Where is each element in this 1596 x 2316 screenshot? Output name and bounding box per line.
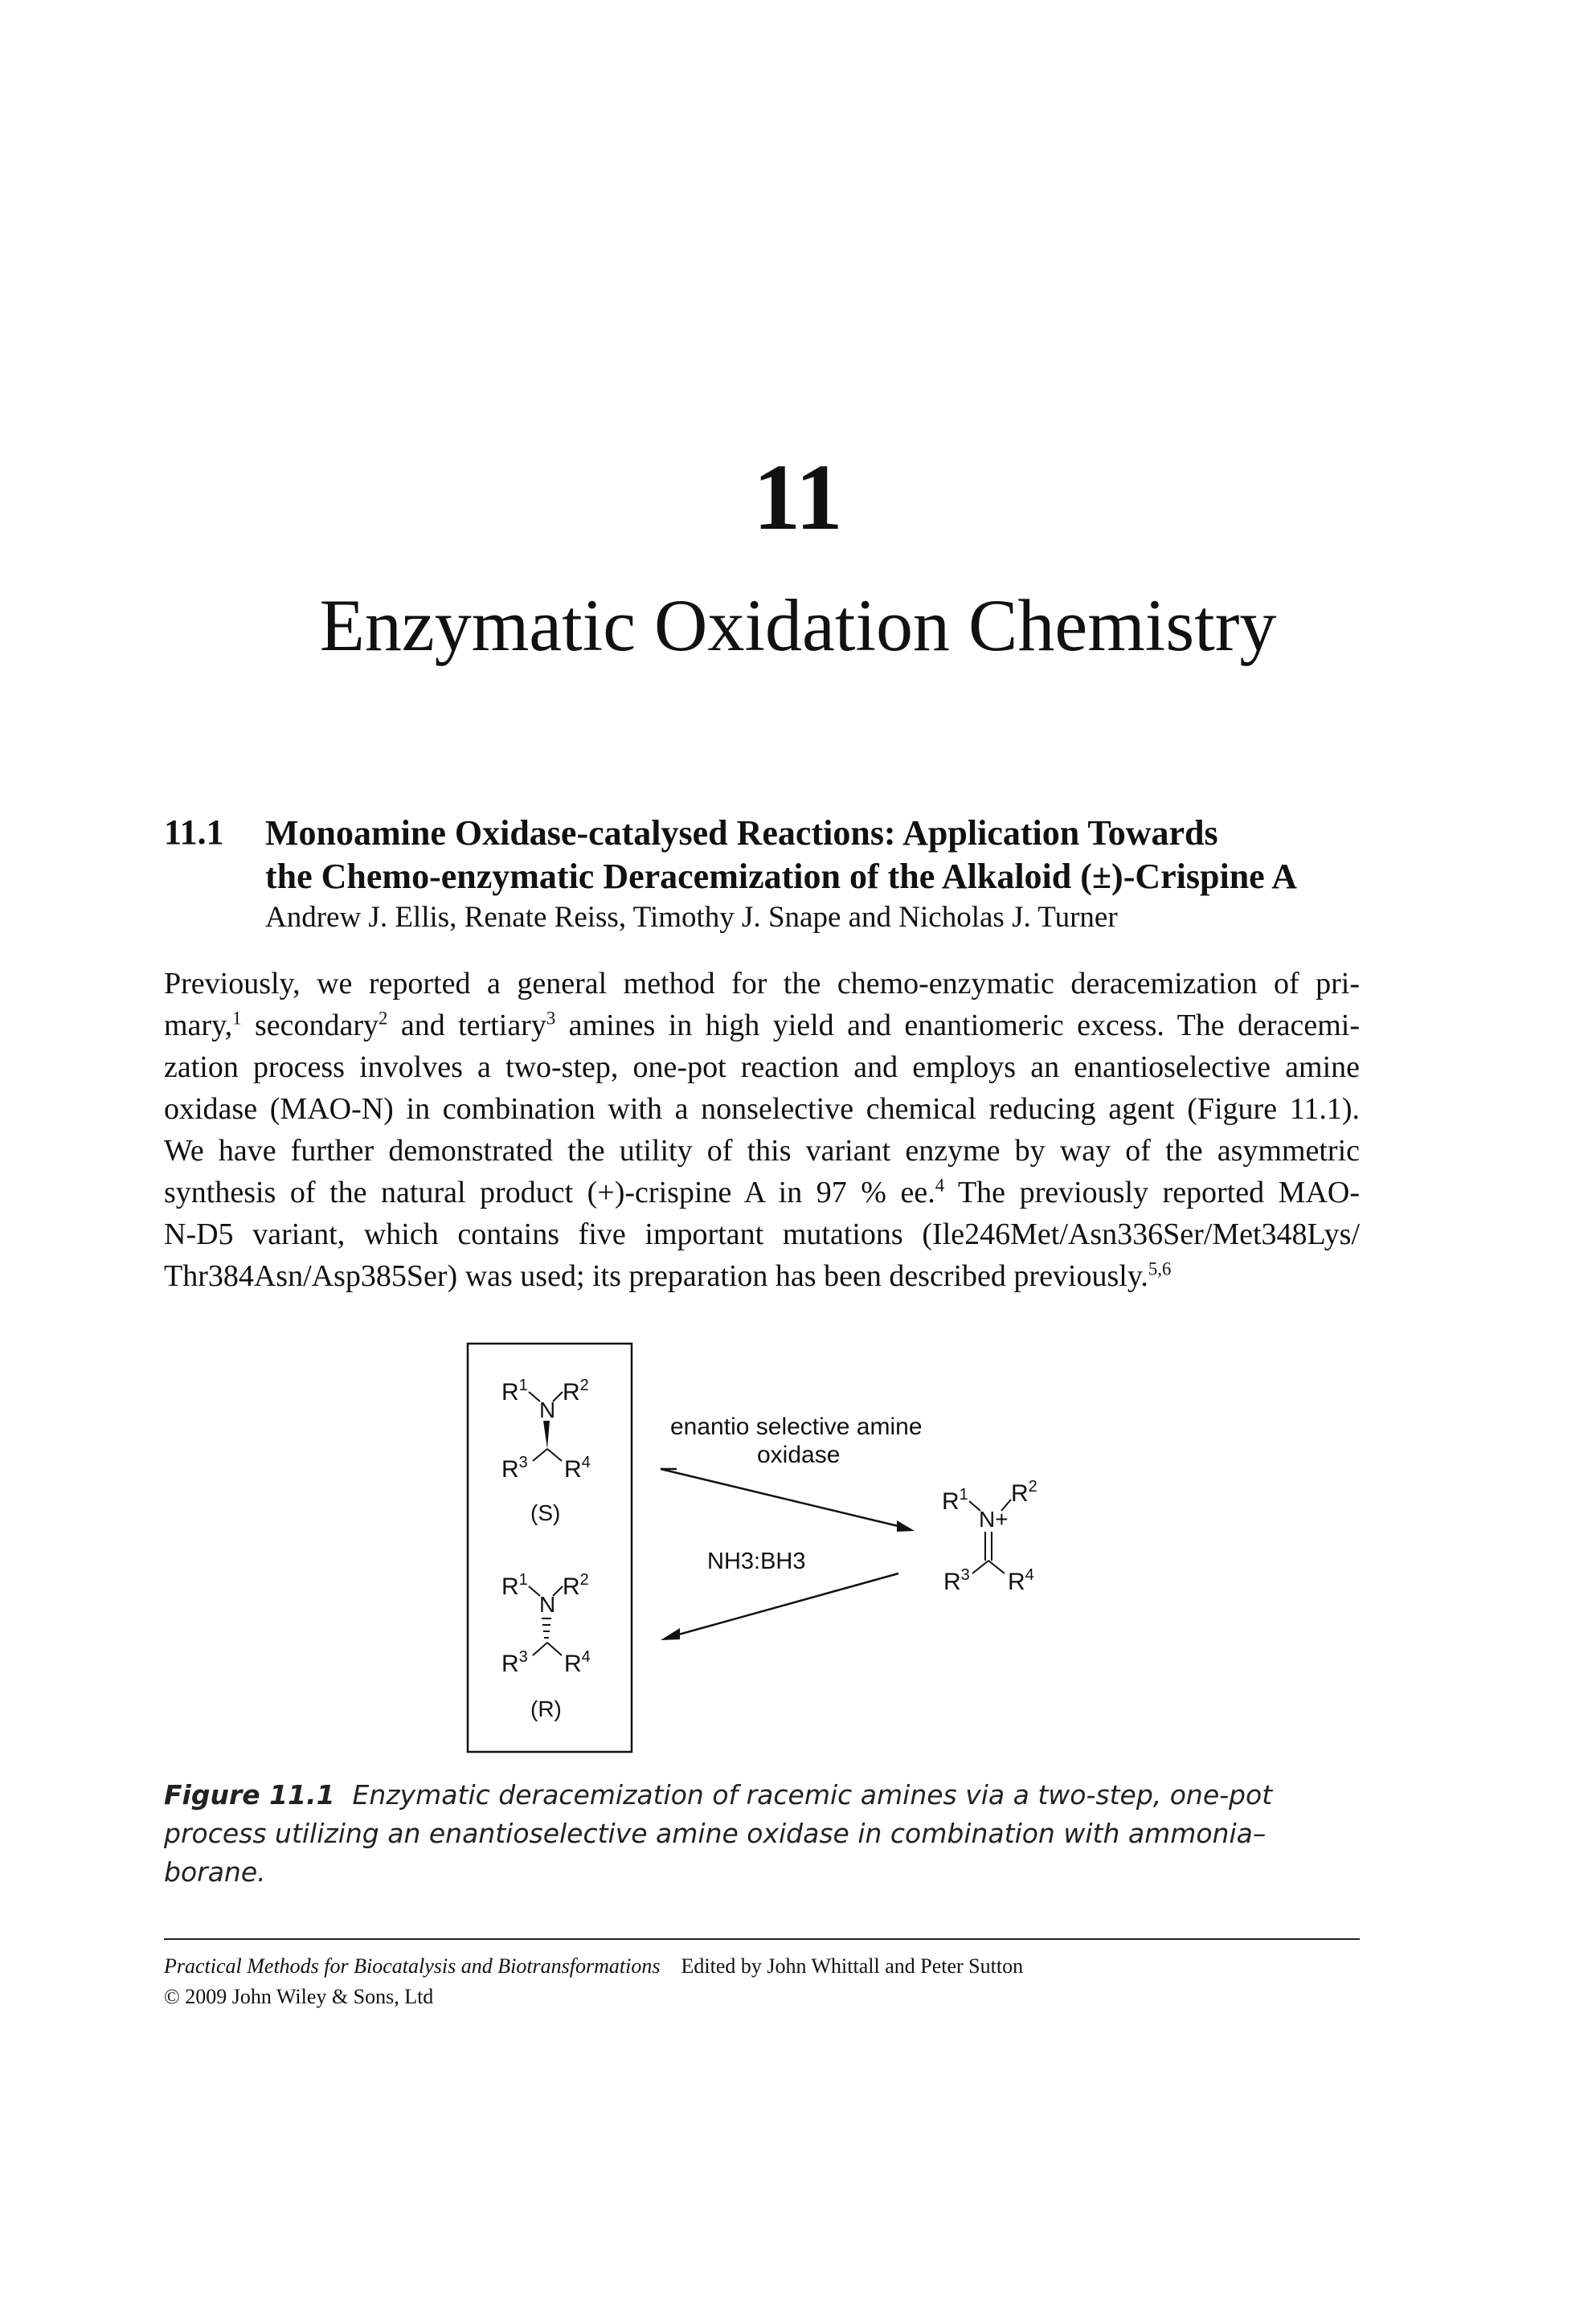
section-title-line-1: Monoamine Oxidase-catalysed Reactions: A… [265, 813, 1218, 853]
text-run: and tertiary [387, 1009, 546, 1042]
svg-text:N+: N+ [979, 1507, 1009, 1532]
citation-ref: 5,6 [1148, 1258, 1172, 1279]
citation-ref: 1 [232, 1008, 242, 1029]
text-run: synthesis of the natural product (+)-cri… [164, 1176, 935, 1209]
svg-text:R3: R3 [501, 1648, 528, 1677]
footer-divider [164, 1938, 1360, 1940]
text-run: secondary [241, 1009, 379, 1042]
paragraph-line: oxidase (MAO-N) in combination with a no… [164, 1092, 1360, 1126]
paragraph-line: We have further demonstrated the utility… [164, 1134, 1360, 1168]
svg-text:R1: R1 [501, 1377, 528, 1406]
paragraph-line: mary,1 secondary2 and tertiary3 amines i… [164, 1005, 1360, 1046]
paragraph-line: zation process involves a two-step, one-… [164, 1050, 1360, 1084]
paragraph-line: Previously, we reported a general method… [164, 967, 1360, 1000]
figure-caption-label: Figure 11.1 [164, 1779, 335, 1811]
citation-ref: 4 [935, 1175, 945, 1196]
book-editors: Edited by John Whittall and Peter Sutton [681, 1954, 1024, 1978]
svg-text:R3: R3 [501, 1454, 528, 1483]
section-authors: Andrew J. Ellis, Renate Reiss, Timothy J… [265, 901, 1118, 934]
text-run: mary, [164, 1009, 233, 1042]
copyright-notice: © 2009 John Wiley & Sons, Ltd [164, 1985, 434, 2008]
svg-text:N: N [539, 1592, 555, 1617]
footer: Practical Methods for Biocatalysis and B… [164, 1951, 1360, 2012]
paragraph-line: N-D5 variant, which contains five import… [164, 1217, 1360, 1251]
paragraph-line: synthesis of the natural product (+)-cri… [164, 1172, 1360, 1213]
section-title: Monoamine Oxidase-catalysed Reactions: A… [265, 812, 1455, 898]
racemate-box [466, 1342, 633, 1753]
figure-caption-text: Enzymatic deracemization of racemic amin… [164, 1779, 1273, 1888]
reduction-arrow: NH3:BH3 [661, 1549, 899, 1640]
svg-text:R4: R4 [564, 1454, 591, 1483]
text-run: amines in high yield and enantiomeric ex… [555, 1009, 1360, 1042]
svg-text:R3: R3 [943, 1566, 970, 1595]
chapter-number: 11 [753, 444, 843, 550]
book-title: Practical Methods for Biocatalysis and B… [164, 1954, 661, 1978]
svg-text:(S): (S) [530, 1500, 560, 1525]
svg-text:N: N [539, 1397, 555, 1422]
text-run: Thr384Asn/Asp385Ser) was used; its prepa… [164, 1259, 1148, 1293]
svg-text:R2: R2 [1011, 1478, 1037, 1507]
svg-text:R2: R2 [563, 1571, 589, 1600]
iminium-product-structure: R1 R2 N+ R3 R4 [942, 1478, 1037, 1595]
section-title-line-2: the Chemo-enzymatic Deracemization of th… [265, 857, 1298, 896]
citation-ref: 2 [379, 1008, 388, 1029]
svg-text:R4: R4 [564, 1648, 591, 1677]
footer-line-1: Practical Methods for Biocatalysis and B… [164, 1951, 1360, 1982]
s-enantiomer-structure: R1 R2 N R3 R4 (S) [501, 1377, 591, 1525]
body-paragraph: Previously, we reported a general method… [164, 963, 1360, 1297]
paragraph-line: Thr384Asn/Asp385Ser) was used; its prepa… [164, 1255, 1360, 1297]
reaction-scheme: R1 R2 N R3 R4 (S) R1 R2 N R3 R4 (R) enan… [466, 1342, 1037, 1753]
section-number: 11.1 [164, 812, 224, 852]
chapter-title: Enzymatic Oxidation Chemistry [319, 584, 1277, 666]
svg-text:R1: R1 [942, 1486, 968, 1515]
oxidation-arrow: enantio selective amine oxidase [660, 1414, 923, 1532]
svg-text:R4: R4 [1008, 1566, 1034, 1595]
svg-text:oxidase: oxidase [757, 1442, 840, 1468]
r-enantiomer-structure: R1 R2 N R3 R4 (R) [501, 1571, 591, 1721]
svg-text:enantio selective amine: enantio selective amine [670, 1414, 923, 1440]
svg-text:R1: R1 [501, 1571, 528, 1600]
svg-text:(R): (R) [530, 1696, 562, 1721]
svg-text:NH3:BH3: NH3:BH3 [707, 1549, 806, 1574]
citation-ref: 3 [546, 1008, 556, 1029]
text-run: The previously reported MAO- [944, 1176, 1360, 1209]
svg-text:R2: R2 [563, 1377, 589, 1406]
